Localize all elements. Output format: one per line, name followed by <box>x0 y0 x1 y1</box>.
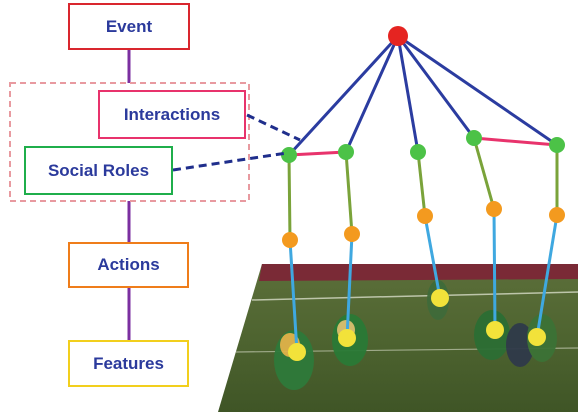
social-roles-label: Social Roles <box>47 160 150 180</box>
event-node <box>388 26 408 46</box>
social-roles-box: Social Roles <box>24 146 173 195</box>
social-role-node <box>549 137 565 153</box>
interactions-box: Interactions <box>98 90 246 139</box>
social-role-node <box>338 144 354 160</box>
event-label: Event <box>105 16 153 36</box>
action-feature-edge <box>423 214 442 300</box>
action-feature-edge <box>535 213 559 339</box>
event-role-edge <box>396 34 420 154</box>
feature-node <box>288 343 306 361</box>
pointer-interactions <box>246 113 301 142</box>
group-box <box>9 82 250 202</box>
action-node <box>417 208 433 224</box>
event-box: Event <box>68 3 190 50</box>
feature-node <box>528 328 546 346</box>
event-role-edge <box>396 34 559 147</box>
stands-strip <box>259 264 578 281</box>
interaction-edge <box>472 136 559 147</box>
social-role-node <box>466 130 482 146</box>
event-role-edge <box>344 34 400 154</box>
action-feature-edge <box>345 232 354 340</box>
features-label: Features <box>93 353 164 373</box>
action-node <box>282 232 298 248</box>
features-box: Features <box>68 340 189 387</box>
action-feature-edge <box>492 207 497 332</box>
actions-box: Actions <box>68 242 189 288</box>
role-action-edge <box>287 153 292 242</box>
role-action-edge <box>416 150 427 218</box>
feature-node <box>338 329 356 347</box>
role-action-edge <box>472 136 496 211</box>
feature-node <box>431 289 449 307</box>
action-node <box>549 207 565 223</box>
event-role-edge <box>396 34 476 140</box>
action-node <box>344 226 360 242</box>
social-role-node <box>281 147 297 163</box>
event-role-edge <box>287 34 400 157</box>
feature-node <box>486 321 504 339</box>
interactions-label: Interactions <box>123 104 221 124</box>
interaction-edge <box>287 150 348 157</box>
pointer-social-roles <box>172 151 288 172</box>
player-figure <box>506 323 534 367</box>
action-feature-edge <box>288 238 299 354</box>
role-action-edge <box>344 150 354 236</box>
actions-label: Actions <box>97 255 160 274</box>
action-node <box>486 201 502 217</box>
field-line <box>251 291 578 301</box>
social-role-node <box>410 144 426 160</box>
